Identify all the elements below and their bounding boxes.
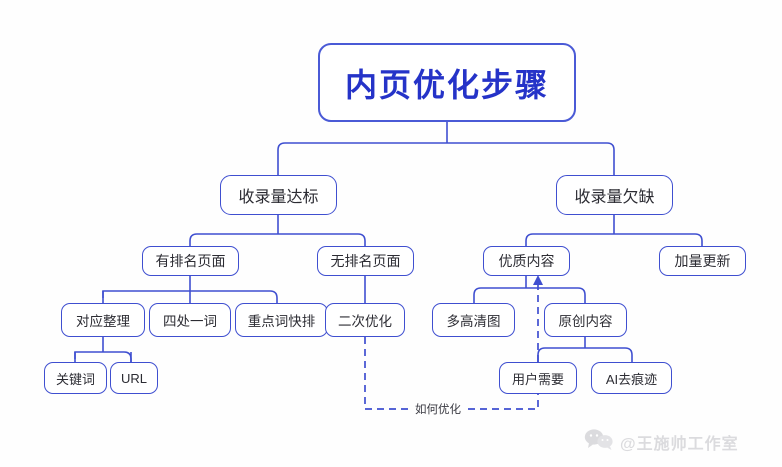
node-keyword[interactable]: 关键词 [44,362,107,394]
node-four-places-one-word-label: 四处一词 [163,314,217,329]
node-matching-organization-label: 对应整理 [76,314,130,329]
node-branch-left[interactable]: 收录量达标 [220,175,337,215]
node-branch-right[interactable]: 收录量欠缺 [556,175,673,215]
node-ai-trace-removal-label: AI去痕迹 [605,371,658,387]
node-ranked-pages[interactable]: 有排名页面 [142,246,239,276]
edge-left-branch-to-a [189,233,278,246]
node-root-label: 内页优化步骤 [344,66,549,103]
node-many-hd-images-label: 多高清图 [446,314,501,329]
edge-left-a1-bus [74,351,132,362]
edge-right-branch-to-b [614,233,703,246]
node-unranked-pages-label: 无排名页面 [330,253,401,269]
edge-left-branch-to-b [278,233,366,246]
node-original-content-label: 原创内容 [558,314,613,329]
edge-root-to-right-branch [447,142,615,175]
watermark: @王施帅工作室 [584,428,739,455]
watermark-text: @王施帅工作室 [620,435,739,453]
node-url-label: URL [120,370,147,386]
arrowhead-icon [533,275,543,285]
node-unranked-pages[interactable]: 无排名页面 [317,246,414,276]
node-second-optimization[interactable]: 二次优化 [325,303,405,337]
node-increase-updates[interactable]: 加量更新 [659,246,746,276]
node-keyword-fast-ranking[interactable]: 重点词快排 [235,303,328,337]
node-increase-updates-label: 加量更新 [674,253,731,269]
wechat-icon [584,428,614,455]
edge-dashed-to-user-need [468,394,539,410]
node-branch-left-label: 收录量达标 [238,189,319,206]
edge-right-a2-bus [537,347,633,362]
edge-label-how-to-optimize-text: 如何优化 [415,404,461,416]
edge-root-to-left-branch [277,142,447,175]
node-original-content[interactable]: 原创内容 [544,303,627,337]
node-keyword-fast-ranking-label: 重点词快排 [247,314,316,329]
node-url[interactable]: URL [110,362,158,394]
node-matching-organization[interactable]: 对应整理 [61,303,145,337]
edge-label-how-to-optimize: 如何优化 [412,401,464,417]
edge-right-branch-to-a [525,233,614,246]
node-four-places-one-word[interactable]: 四处一词 [149,303,231,337]
node-keyword-label: 关键词 [55,371,95,387]
node-second-optimization-label: 二次优化 [338,314,392,329]
node-branch-right-label: 收录量欠缺 [574,189,655,206]
node-quality-content[interactable]: 优质内容 [483,246,570,276]
node-ranked-pages-label: 有排名页面 [155,253,226,269]
node-user-need-label: 用户需要 [511,371,564,387]
node-user-need[interactable]: 用户需要 [499,362,577,394]
node-root[interactable]: 内页优化步骤 [318,43,576,122]
edge-right-a-bus [473,287,586,303]
node-quality-content-label: 优质内容 [498,253,555,269]
node-ai-trace-removal[interactable]: AI去痕迹 [591,362,672,394]
edge-dashed-from-second-optimize [364,337,413,410]
node-many-hd-images[interactable]: 多高清图 [432,303,515,337]
